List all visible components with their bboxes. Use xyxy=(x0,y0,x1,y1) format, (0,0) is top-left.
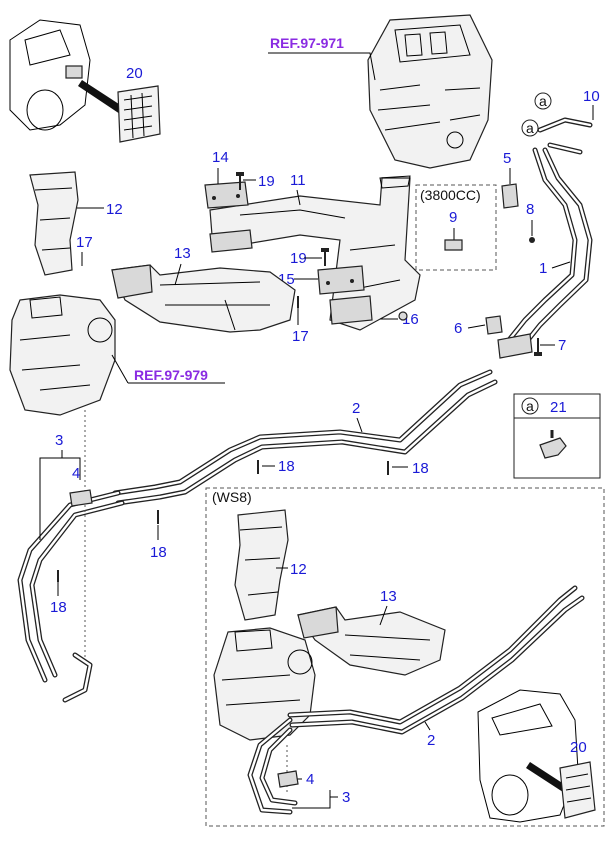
bracket-5 xyxy=(501,183,519,209)
legend-box-21 xyxy=(513,393,601,479)
svg-text:a: a xyxy=(539,93,547,109)
clip-16 xyxy=(398,311,408,321)
variant-label-ws8: (WS8) xyxy=(212,489,252,505)
screw-19-mid xyxy=(321,248,329,266)
clip-4-left xyxy=(69,489,93,507)
callout-3-left: 3 xyxy=(55,432,63,449)
callout-12-top: 12 xyxy=(106,201,123,218)
callout-4-left: 4 xyxy=(72,465,80,482)
callout-10: 10 xyxy=(583,88,600,105)
box-ws8 xyxy=(205,487,605,827)
callout-18-a: 18 xyxy=(278,458,295,475)
clamp-6 xyxy=(485,315,503,335)
vent-grille-20-top xyxy=(117,85,161,143)
callout-8: 8 xyxy=(526,201,534,218)
leader-13-ws8 xyxy=(379,605,388,626)
callout-18-b: 18 xyxy=(412,460,429,477)
callout-14: 14 xyxy=(212,149,229,166)
leader-2-top xyxy=(356,417,363,433)
hose-assembly-1 xyxy=(497,117,593,359)
leader-6 xyxy=(467,324,486,329)
marker-a-top: a xyxy=(534,92,552,110)
leader-2-ws8 xyxy=(424,721,431,731)
ref-label-top: REF.97-971 xyxy=(270,35,344,51)
callout-18-d: 18 xyxy=(50,599,67,616)
pipe-3-ws8 xyxy=(247,717,298,815)
duct-13-upper xyxy=(111,264,296,333)
callout-5: 5 xyxy=(503,150,511,167)
duct-12-left xyxy=(29,171,79,276)
callout-13-ws8: 13 xyxy=(380,588,397,605)
vent-grille-20-ws8 xyxy=(559,761,596,819)
callout-4-ws8: 4 xyxy=(306,771,314,788)
ref-line-top xyxy=(268,52,376,81)
legend-part-21: 21 xyxy=(550,399,567,416)
callout-20-ws8: 20 xyxy=(570,739,587,756)
callout-18-c: 18 xyxy=(150,544,167,561)
callout-19-top: 19 xyxy=(258,173,275,190)
legend-marker-a: a xyxy=(526,398,534,414)
screw-19-top xyxy=(236,172,244,190)
callout-3-ws8: 3 xyxy=(342,789,350,806)
duct-12-ws8 xyxy=(234,509,289,621)
callout-1: 1 xyxy=(539,260,547,277)
callout-12-ws8: 12 xyxy=(290,561,307,578)
nut-8 xyxy=(529,237,535,243)
duct-13-ws8 xyxy=(297,606,446,676)
ref-line-left xyxy=(111,354,225,384)
bracket-14 xyxy=(204,181,249,209)
callout-20-top: 20 xyxy=(126,65,143,82)
leader-11 xyxy=(296,189,301,206)
ref-label-left: REF.97-979 xyxy=(134,367,208,383)
heater-unit-top xyxy=(367,14,493,169)
svg-text:a: a xyxy=(526,120,534,136)
leader-1 xyxy=(551,261,571,269)
callout-9: 9 xyxy=(449,209,457,226)
callout-7: 7 xyxy=(558,337,566,354)
leader-3-left xyxy=(39,450,81,540)
heater-unit-left xyxy=(9,294,116,416)
callout-6: 6 xyxy=(454,320,462,337)
callout-19-mid: 19 xyxy=(290,250,307,267)
box-3800cc xyxy=(415,184,497,271)
leader-13-top xyxy=(174,263,182,286)
clip-9 xyxy=(444,239,463,251)
pipe-2-upper xyxy=(112,369,498,506)
car-rear-illustration-top xyxy=(9,19,125,131)
bracket-low-center xyxy=(209,229,373,325)
callout-17-left: 17 xyxy=(76,234,93,251)
leader-3-ws8 xyxy=(292,790,338,809)
callout-11: 11 xyxy=(290,172,306,189)
marker-a-mid: a xyxy=(521,119,539,137)
callout-2-top: 2 xyxy=(352,400,360,417)
variant-label-3800cc: (3800CC) xyxy=(420,187,481,203)
pipe-2-ws8 xyxy=(287,585,585,735)
callout-13-top: 13 xyxy=(174,245,191,262)
pipe-3-left xyxy=(17,490,125,703)
bracket-15 xyxy=(317,265,365,295)
bolt-7 xyxy=(534,338,542,356)
callout-17-mid: 17 xyxy=(292,328,309,345)
duct-assembly-11 xyxy=(209,175,421,331)
callout-2-ws8: 2 xyxy=(427,732,435,749)
clip-4-ws8 xyxy=(277,770,299,788)
